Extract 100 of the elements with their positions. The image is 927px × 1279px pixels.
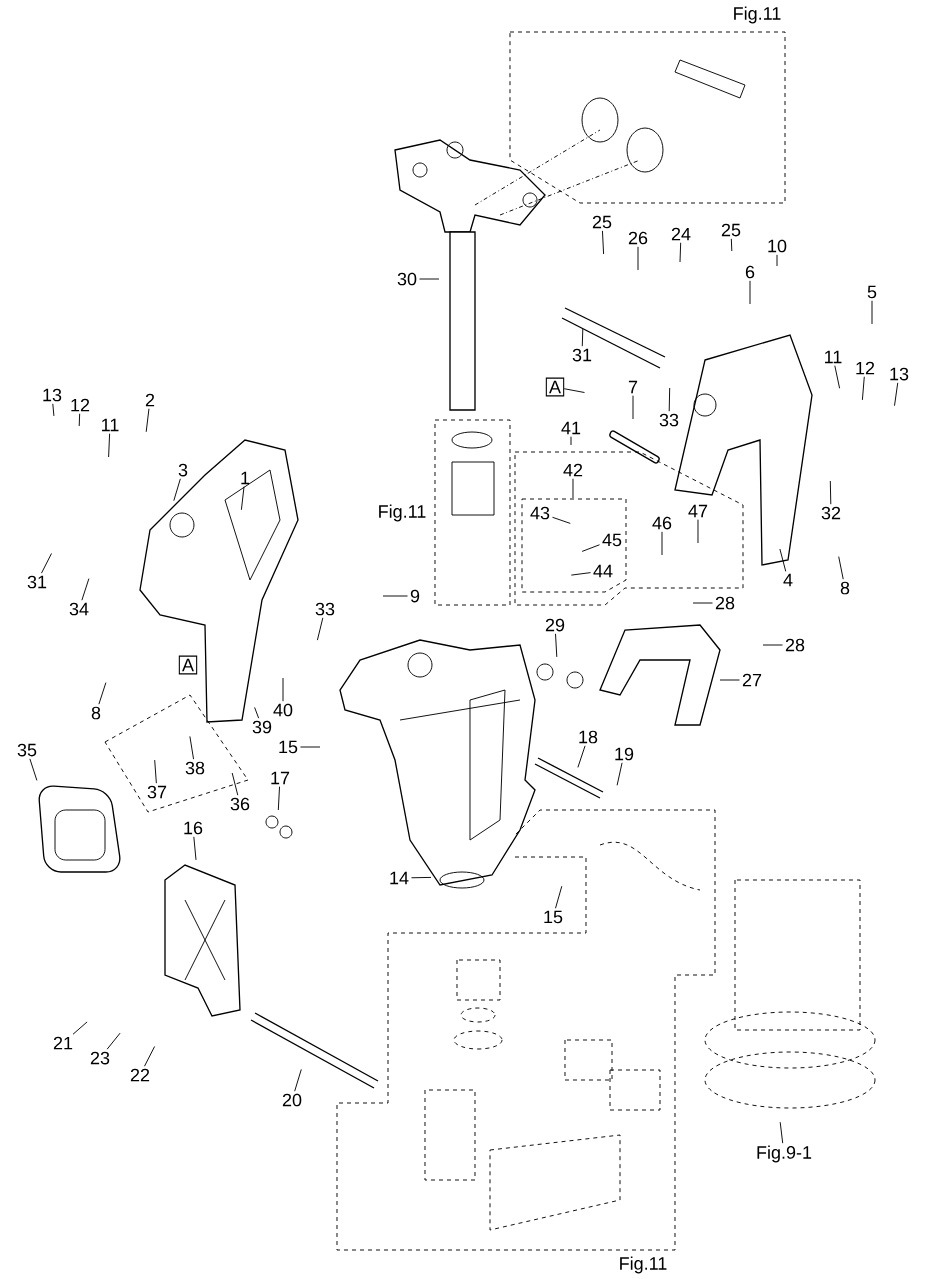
leader-line [144,1046,156,1067]
leader-line [719,679,740,681]
leader-line [282,677,284,702]
leader-line [52,403,55,417]
leader-line [41,553,52,574]
leader-line [382,595,408,597]
figure-reference: Fig.11 [734,6,781,24]
callout-number: 44 [593,564,613,578]
figure-reference: Fig.11 [379,504,426,522]
leader-line [189,735,195,760]
leader-line [616,762,623,786]
callout-number: 18 [579,730,598,744]
callout-number: 15 [544,910,563,924]
leader-line [637,246,639,271]
leader-line [419,278,440,280]
leader-line [154,759,157,784]
callout-number: 33 [315,602,335,616]
leader-line [776,254,778,267]
leader-line [572,478,574,499]
leader-line [106,1032,121,1050]
callout-number: 42 [563,463,583,477]
leader-line [577,745,586,768]
leader-line [661,531,663,556]
callout-number: 21 [53,1036,73,1050]
callout-number: 47 [688,504,708,518]
callout-number: 34 [69,602,89,616]
leader-line [108,433,111,458]
callout-number: 15 [279,740,298,754]
callout-number: 37 [147,785,167,799]
callout-number: 43 [530,506,550,520]
leader-line [834,365,841,389]
figure-reference: Fig.11 [620,1256,667,1274]
leader-line [692,602,713,604]
callout-number: 8 [840,581,850,595]
callout-number: 26 [628,231,648,245]
leader-line [254,706,260,719]
leader-line [871,300,873,325]
leader-line [570,572,591,576]
leader-line [762,644,783,646]
callout-number: 36 [230,797,250,811]
leader-line [552,516,571,524]
callout-number: 3 [178,463,188,477]
callout-number: 7 [628,380,638,394]
callout-number: 12 [71,398,90,412]
callout-number: 8 [91,706,101,720]
callout-number: 46 [652,516,672,530]
callout-number: 29 [545,618,565,632]
leader-line [563,388,585,393]
leader-line [581,328,584,347]
callout-number: 2 [145,393,155,407]
callout-number: 25 [592,215,612,229]
leader-line [749,280,751,305]
callout-number: 45 [602,533,622,547]
callout-number: 4 [783,573,793,587]
callout-number: 35 [17,743,37,757]
callout-number: 16 [184,821,203,835]
callout-number: 32 [821,506,841,520]
callout-number: 11 [102,418,119,432]
reference-letter-box: A [178,655,198,675]
leader-line [697,519,699,544]
leader-line [72,1021,88,1035]
reference-letter-box: A [545,377,565,397]
callout-number: 31 [572,348,592,362]
callout-number: 25 [721,223,741,237]
callout-number: 5 [867,285,877,299]
leader-line [81,578,90,601]
leader-line [570,436,572,446]
leader-line [277,786,280,811]
leader-line [838,556,844,580]
callout-number: 24 [671,227,691,241]
callout-number: 13 [43,388,62,402]
callout-number: 10 [768,239,787,253]
callout-number: 11 [825,350,842,364]
callout-number: 38 [185,761,205,775]
leader-line [294,1068,302,1092]
callout-number: 9 [410,589,420,603]
callout-number: 6 [745,265,755,279]
leader-line [240,486,245,511]
callout-number: 39 [252,720,272,734]
callout-number: 28 [785,638,805,652]
leader-line [829,480,832,505]
leader-line [173,478,181,502]
callout-number: 23 [90,1051,110,1065]
callout-number: 20 [282,1093,302,1107]
leader-line [98,682,107,705]
callout-number: 28 [715,596,735,610]
leader-line [894,382,899,407]
leader-line [145,408,150,433]
leader-line [730,238,733,252]
callout-number: 19 [615,747,634,761]
leader-line [231,772,239,796]
leader-line [861,376,865,401]
leader-line [779,548,787,572]
callout-number: 22 [130,1068,150,1082]
callout-number: 1 [241,471,250,485]
leader-line [316,617,324,641]
callout-number: 30 [397,272,417,286]
leader-line [632,395,634,420]
callout-number: 33 [659,413,679,427]
leader-line [668,387,671,412]
